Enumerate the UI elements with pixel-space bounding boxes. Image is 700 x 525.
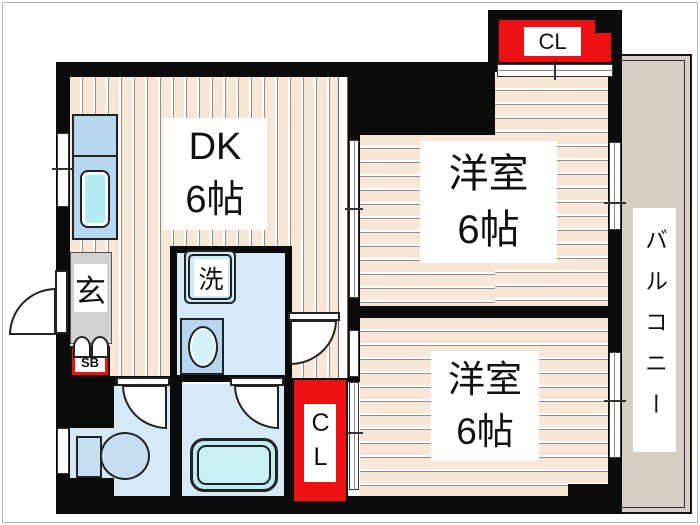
entrance-door-swing xyxy=(9,288,56,335)
closet-top-door-tick xyxy=(554,60,556,80)
entrance-door-leaf xyxy=(55,270,68,334)
wall-step-bottom-right xyxy=(568,484,622,498)
closet-bottom-door-tick xyxy=(345,432,363,434)
wall-toilet-bath xyxy=(170,378,182,498)
western-top-label-size: 6帖 xyxy=(457,208,520,252)
closet-bottom-door-track xyxy=(354,382,355,490)
wall-rooms-divider xyxy=(348,306,622,318)
wall-bath-closet xyxy=(284,378,294,498)
wall-bottom xyxy=(56,496,622,514)
western-bottom-label-size: 6帖 xyxy=(456,411,514,452)
balcony-door-bottom-tick xyxy=(604,400,626,402)
kitchen-sink xyxy=(80,170,110,228)
dk-room-door-tick xyxy=(345,208,363,210)
entrance-label: 玄 xyxy=(74,264,107,312)
wall-top xyxy=(56,62,360,77)
dk-label-size: 6帖 xyxy=(185,179,245,221)
balcony-door-top-tick xyxy=(604,202,626,204)
closet-top-label: CL xyxy=(524,27,581,56)
balcony-label: バルコニー xyxy=(633,208,676,452)
basin-bowl xyxy=(188,326,218,368)
western-bottom-label: 洋室 6帖 xyxy=(431,351,539,461)
wall-top-block xyxy=(348,62,495,135)
kitchen-window xyxy=(57,133,69,207)
dk-label: DK 6帖 xyxy=(163,118,267,230)
toilet-bowl xyxy=(100,432,150,480)
balcony-door-bottom xyxy=(609,352,621,458)
dk-label-name: DK xyxy=(188,125,242,168)
balcony-door-bottom-track xyxy=(614,352,615,458)
western-top-label: 洋室 6帖 xyxy=(420,141,557,263)
kitchen-window-tick xyxy=(52,168,74,170)
balcony-door-top-track xyxy=(614,142,615,230)
closet-bottom-label: CL xyxy=(304,404,336,482)
kitchen-counter-divider xyxy=(72,155,118,157)
wall-notch-toilet-top xyxy=(68,376,114,428)
laundry-label: 洗 xyxy=(194,259,228,296)
toilet-window xyxy=(57,428,69,474)
western-bottom-label-name: 洋室 xyxy=(448,359,522,401)
shoe-box-door-left xyxy=(73,336,91,358)
bathtub-inner xyxy=(197,445,271,485)
hall-room-opening xyxy=(349,330,359,377)
shoe-box-door-right xyxy=(91,336,109,358)
bathtub xyxy=(190,438,278,492)
closet-top-notch xyxy=(595,18,613,33)
dk-room-door-track xyxy=(354,140,355,298)
toilet-tank xyxy=(76,436,102,478)
wall-notch-toilet-bottom xyxy=(68,478,114,500)
balcony-railing-line xyxy=(620,60,685,508)
dk-wall-gap xyxy=(338,77,348,378)
western-top-label-name: 洋室 xyxy=(448,152,529,196)
washing-machine-inner xyxy=(188,254,232,300)
balcony-door-top xyxy=(609,142,621,230)
